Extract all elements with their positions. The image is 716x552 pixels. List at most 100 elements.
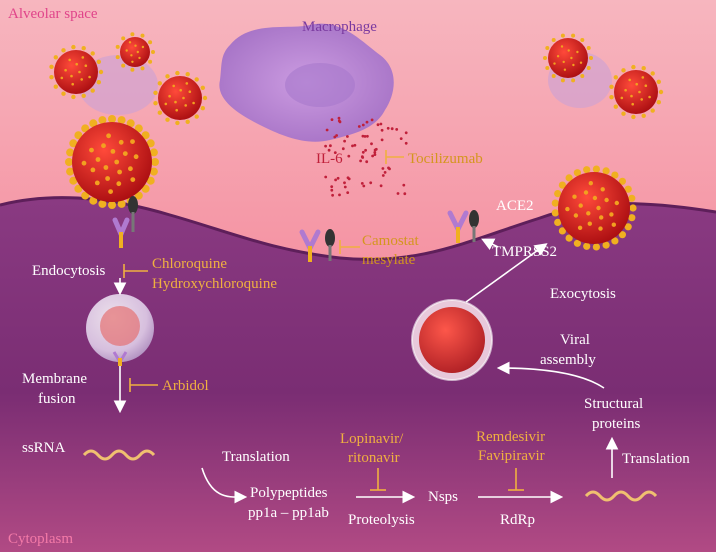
il6-dot	[335, 134, 338, 137]
tmprss2-receptor-legend	[469, 210, 479, 242]
arbidol-label: Arbidol	[162, 378, 209, 394]
assembled-virion-vesicle	[411, 299, 493, 381]
il6-dot	[327, 148, 331, 152]
virus-particle-3	[153, 70, 208, 126]
arrow-assembly	[496, 361, 605, 389]
il6-dot	[362, 184, 366, 188]
virus-particle-release	[551, 165, 637, 251]
il6-dot	[366, 134, 369, 138]
il6-dot	[341, 147, 345, 151]
il6-dot	[334, 178, 337, 182]
nsps-label: Nsps	[428, 489, 458, 505]
il6-dot	[343, 139, 346, 143]
il6-dot	[337, 119, 341, 123]
il6-dot	[360, 155, 364, 159]
il6-dot	[386, 126, 390, 130]
il6-dot	[371, 154, 374, 158]
proteolysis-label: Proteolysis	[348, 512, 415, 528]
lopinavir-label-line1: Lopinavir/	[340, 431, 404, 447]
tocilizumab-label: Tocilizumab	[408, 151, 483, 167]
inhibit-arbidol	[129, 378, 158, 392]
inhibit-camostat	[339, 240, 360, 254]
cytoplasm-label: Cytoplasm	[8, 531, 73, 547]
il6-dot	[370, 142, 373, 146]
il6-dot	[383, 171, 387, 174]
inhibit-lopinavir	[370, 468, 386, 491]
il6-dot	[346, 176, 350, 180]
il6-dot	[346, 191, 350, 195]
rdrp-label: RdRp	[500, 512, 535, 528]
remdesivir-label: Remdesivir	[476, 429, 545, 445]
ssrna-label: ssRNA	[22, 440, 66, 456]
il6-dot	[379, 122, 383, 126]
il6-dot	[359, 159, 362, 163]
translation-label-2: Translation	[622, 451, 690, 467]
il6-dot	[343, 181, 346, 185]
ace2-label: ACE2	[496, 198, 534, 214]
virus-particle-5	[609, 64, 664, 120]
il6-dot	[361, 150, 365, 154]
viral-assembly-line1: Viral	[560, 332, 590, 348]
membrane-fusion-line2: fusion	[38, 391, 76, 407]
endocytosis-label: Endocytosis	[32, 263, 105, 279]
polypeptides-line1: Polypeptides	[250, 485, 328, 501]
il6-dot	[376, 123, 380, 127]
il6-dot	[351, 144, 354, 148]
inhibit-chloroquine	[123, 264, 148, 278]
camostat-label-line2: mesylate	[362, 252, 416, 268]
il6-dot	[360, 182, 364, 185]
alveolar-space-label: Alveolar space	[8, 6, 98, 22]
camostat-label-line1: Camostat	[362, 233, 419, 249]
il6-dot	[347, 154, 351, 158]
il6-dot	[325, 128, 329, 132]
il6-dot	[396, 192, 400, 195]
ssrna-strand	[82, 449, 156, 461]
il6-dot	[380, 138, 384, 142]
il6-dot	[338, 193, 341, 197]
cell-cytoplasm	[0, 197, 716, 552]
il6-dot	[357, 125, 361, 128]
il6-dot	[363, 135, 367, 138]
virus-particle-1	[49, 44, 104, 100]
inhibition-markers	[123, 150, 524, 491]
il6-dot	[329, 144, 332, 148]
ace2-receptor-camostat	[299, 229, 321, 262]
translation-label-1: Translation	[222, 449, 290, 465]
inhibit-remdesivir	[508, 468, 524, 491]
il6-dot	[330, 185, 334, 189]
il6-dot	[373, 153, 377, 157]
il6-dot	[330, 188, 334, 192]
membrane-fusion-line1: Membrane	[22, 371, 87, 387]
il6-dot	[381, 174, 385, 177]
tmprss2-receptor-entry	[128, 196, 138, 232]
il6-dot	[404, 131, 408, 135]
il6-dot	[402, 183, 406, 187]
endocytosis-vesicle	[86, 294, 154, 366]
tmprss2-receptor-camostat	[325, 229, 335, 261]
il6-dot	[374, 147, 378, 151]
il6-label: IL-6	[316, 151, 343, 167]
il6-dot	[399, 137, 403, 141]
inhibit-tocilizumab	[385, 150, 404, 164]
il6-dot	[380, 128, 384, 132]
il6-dot	[353, 143, 357, 147]
arrow-exocytosis	[465, 243, 548, 303]
il6-dot	[373, 151, 377, 154]
macrophage-small-left	[78, 55, 158, 115]
arrow-translation-1	[201, 467, 248, 504]
ace2-receptor-entry	[112, 217, 130, 248]
il6-dot	[390, 127, 394, 131]
rna-strand-replicated	[584, 490, 658, 502]
il6-dot	[336, 176, 340, 180]
il6-dot	[364, 148, 367, 152]
il6-dot	[365, 120, 369, 124]
structural-proteins-line2: proteins	[592, 416, 640, 432]
il6-dot	[333, 151, 337, 155]
polypeptides-line2: pp1a – pp1ab	[248, 505, 329, 521]
il6-dot	[343, 185, 347, 189]
virus-particle-2	[115, 32, 155, 72]
exocytosis-label: Exocytosis	[550, 286, 616, 302]
il6-dot	[331, 193, 334, 197]
il6-dot	[346, 135, 349, 138]
